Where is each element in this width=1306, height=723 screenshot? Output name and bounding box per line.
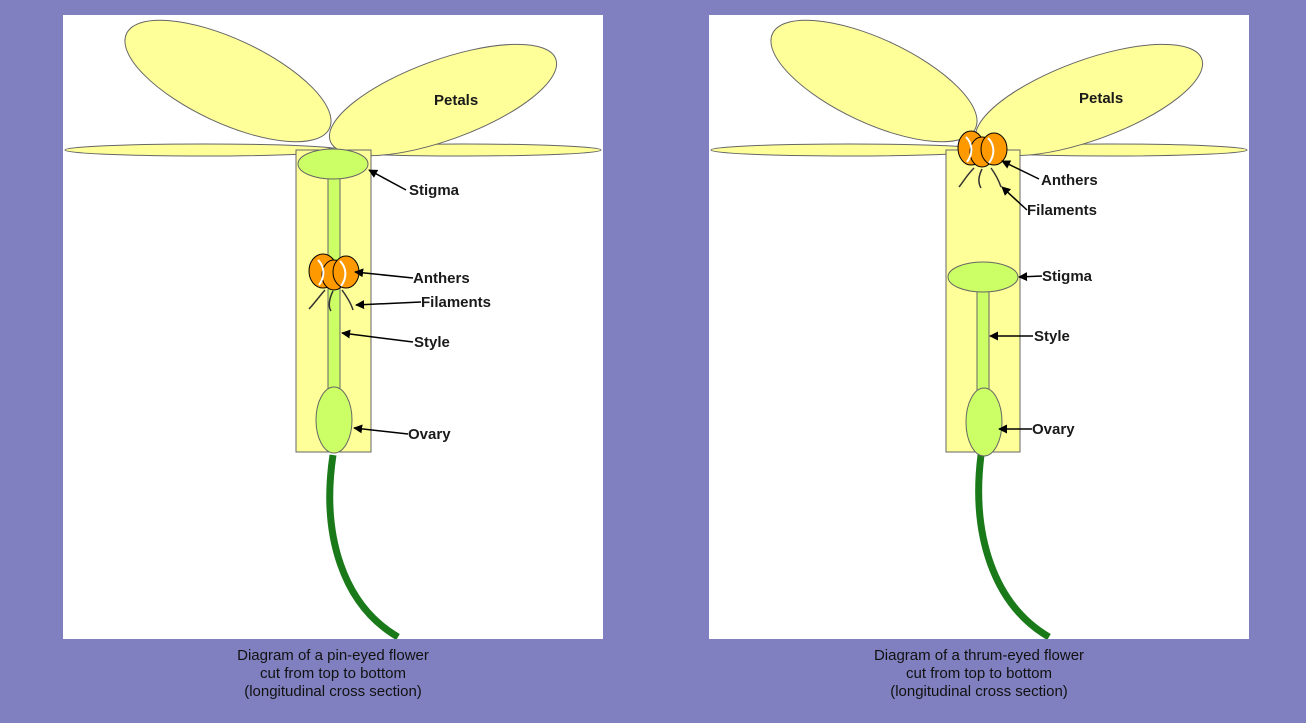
pin-eyed-diagram-panel: Petals Stigma Anthers Filaments Style Ov… bbox=[63, 15, 603, 639]
label-anthers: Anthers bbox=[413, 270, 470, 287]
thrum-eyed-flower-diagram: Petals Anthers Filaments Stigma Style Ov… bbox=[709, 15, 1249, 639]
caption-line-3: (longitudinal cross section) bbox=[63, 683, 603, 701]
caption-line-2: cut from top to bottom bbox=[63, 665, 603, 683]
stigma-leader bbox=[1019, 276, 1042, 277]
label-stigma: Stigma bbox=[1042, 268, 1093, 285]
caption-line-2: cut from top to bottom bbox=[709, 665, 1249, 683]
pin-eyed-caption: Diagram of a pin-eyed flower cut from to… bbox=[63, 647, 603, 701]
label-filaments: Filaments bbox=[421, 294, 491, 311]
label-ovary: Ovary bbox=[1032, 421, 1075, 438]
label-style: Style bbox=[414, 334, 450, 351]
label-petals: Petals bbox=[1079, 90, 1123, 107]
style-column bbox=[977, 291, 989, 391]
stigma-shape bbox=[948, 262, 1018, 292]
label-anthers: Anthers bbox=[1041, 172, 1098, 189]
label-style: Style bbox=[1034, 328, 1070, 345]
thrum-eyed-caption: Diagram of a thrum-eyed flower cut from … bbox=[709, 647, 1249, 701]
caption-line-1: Diagram of a thrum-eyed flower bbox=[709, 647, 1249, 665]
label-stigma: Stigma bbox=[409, 182, 460, 199]
stem bbox=[330, 455, 398, 637]
stigma-leader bbox=[369, 170, 406, 190]
caption-line-1: Diagram of a pin-eyed flower bbox=[63, 647, 603, 665]
label-filaments: Filaments bbox=[1027, 202, 1097, 219]
caption-line-3: (longitudinal cross section) bbox=[709, 683, 1249, 701]
label-petals: Petals bbox=[434, 92, 478, 109]
ovary-shape bbox=[316, 387, 352, 453]
stem bbox=[979, 455, 1049, 637]
pin-eyed-flower-diagram: Petals Stigma Anthers Filaments Style Ov… bbox=[63, 15, 603, 639]
label-ovary: Ovary bbox=[408, 426, 451, 443]
ovary-shape bbox=[966, 388, 1002, 456]
thrum-eyed-diagram-panel: Petals Anthers Filaments Stigma Style Ov… bbox=[709, 15, 1249, 639]
stigma-shape bbox=[298, 149, 368, 179]
